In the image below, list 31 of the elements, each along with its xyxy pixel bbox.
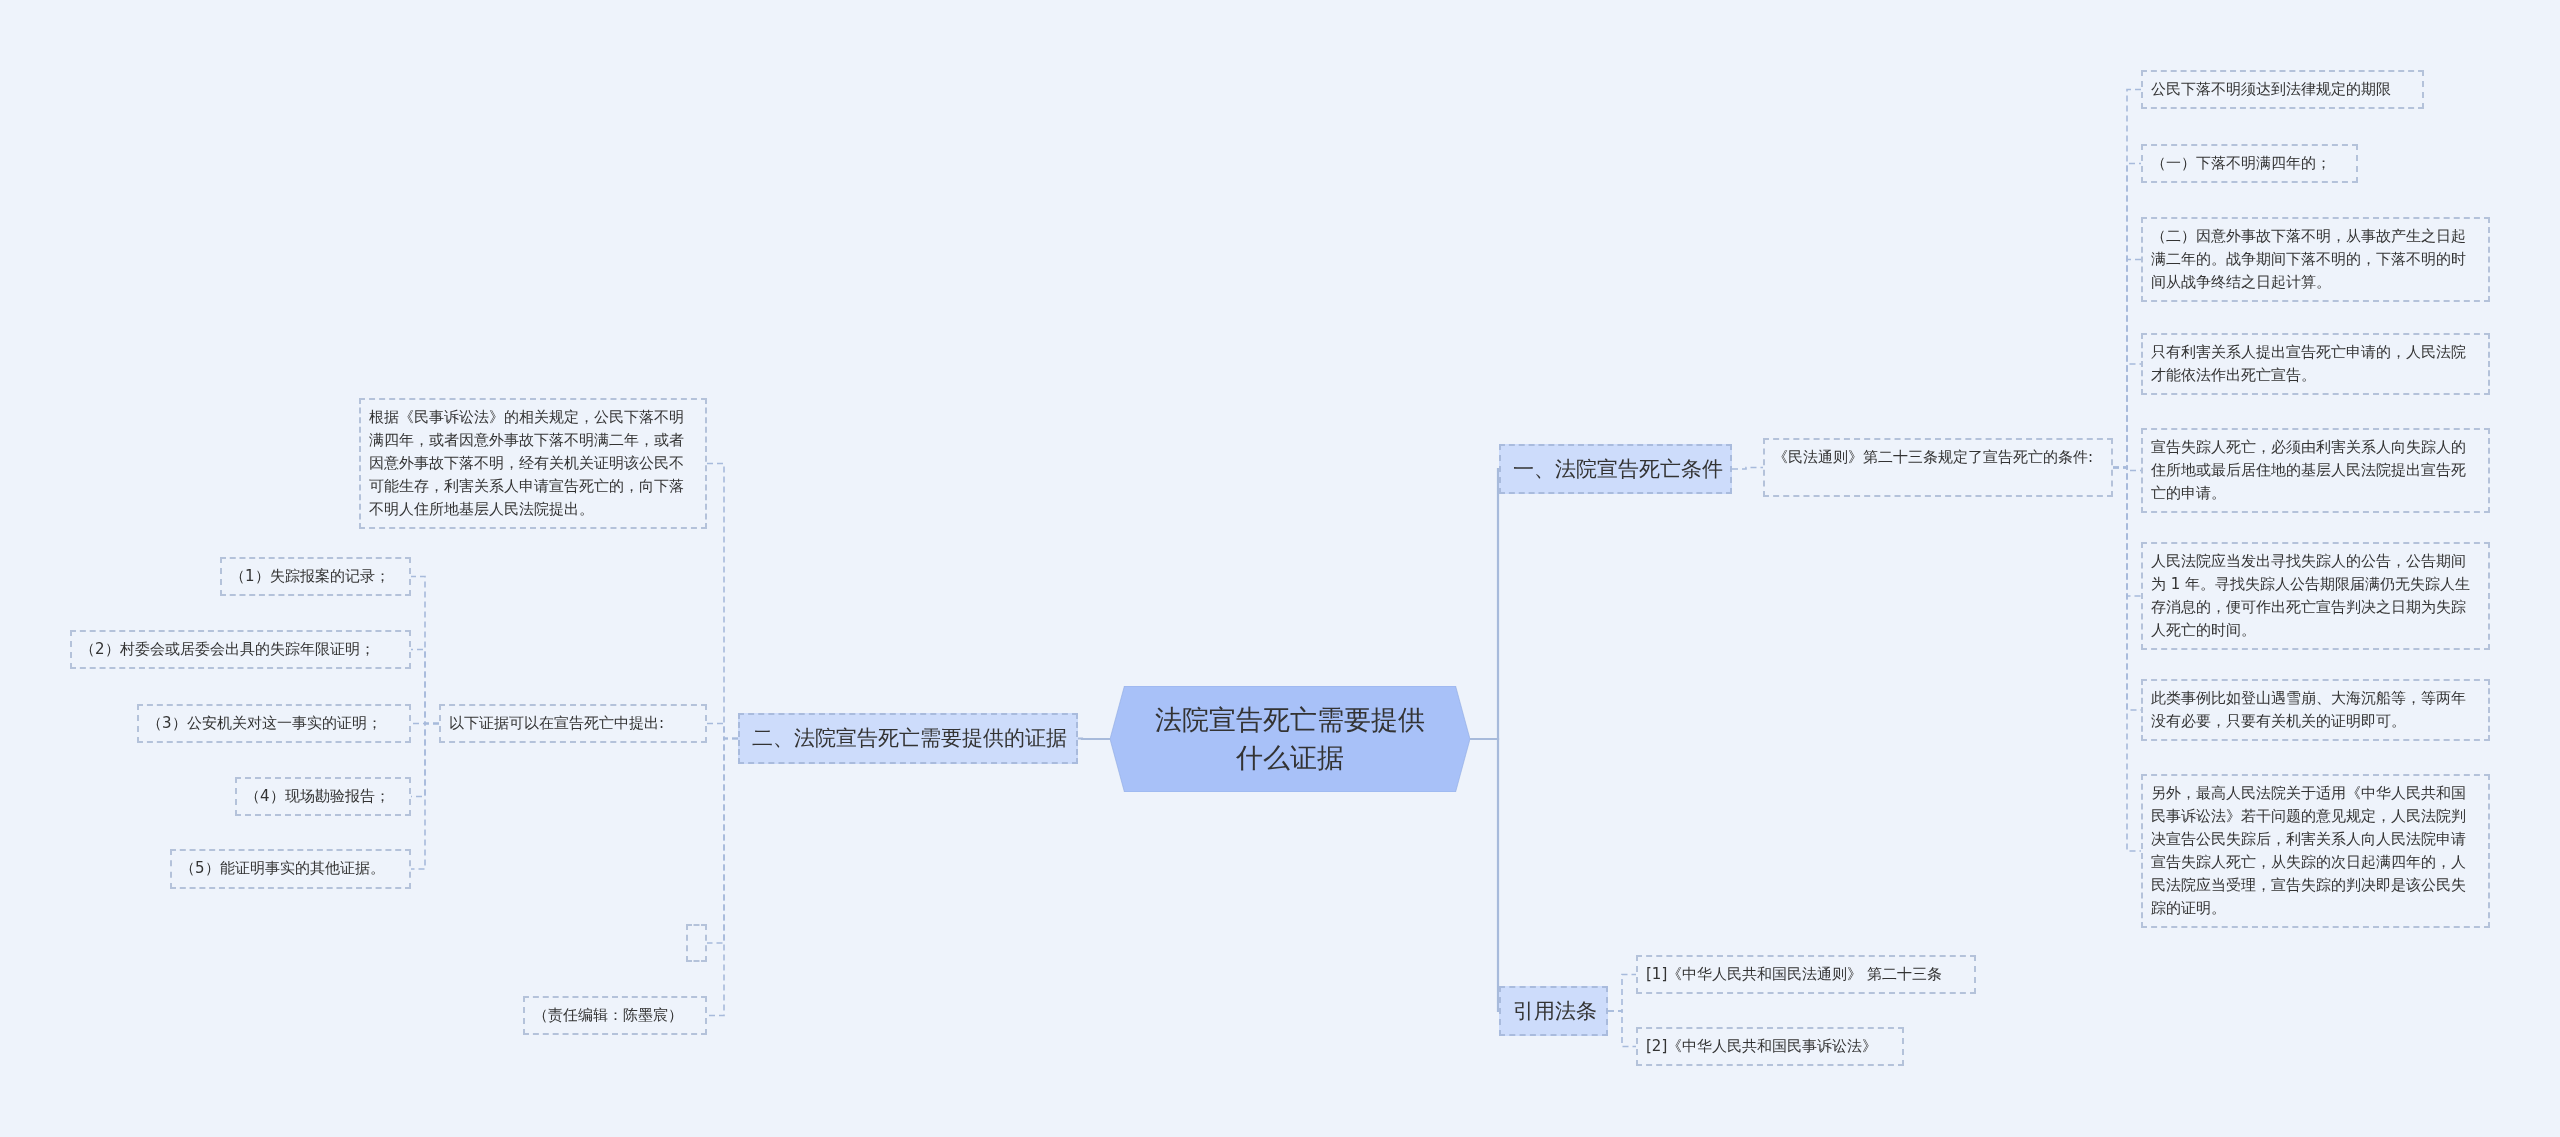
- empty-box: [686, 924, 707, 962]
- note-box: 此类事例比如登山遇雪崩、大海沉船等，等两年没有必要，只要有关机关的证明即可。: [2141, 679, 2490, 741]
- branch-box: 引用法条: [1499, 986, 1608, 1036]
- note-box: （二）因意外事故下落不明，从事故产生之日起满二年的。战争期间下落不明的，下落不明的时间从战争终结之日起计算。: [2141, 217, 2490, 302]
- connector: [1607, 1010, 1637, 1048]
- note-box: 人民法院应当发出寻找失踪人的公告，公告期间为 1 年。寻找失踪人公告期限届满仍无失踪人生存消息的，便可作出死亡宣告判决之日期为失踪人死亡的时间。: [2141, 542, 2490, 650]
- connector: [2112, 466, 2142, 852]
- connector: [1078, 737, 1110, 741]
- note-box: 宣告失踪人死亡，必须由利害关系人向失踪人的住所地或最后居住地的基层人民法院提出宣告死亡的申请。: [2141, 428, 2490, 513]
- topic-hexagon: 法院宣告死亡需要提供什么证据: [1110, 686, 1470, 792]
- note-box: 《民法通则》第二十三条规定了宣告死亡的条件:: [1763, 438, 2113, 497]
- note-box: 另外，最高人民法院关于适用《中华人民共和国民事诉讼法》若干问题的意见规定，人民法院判决宣告公民失踪后，利害关系人向人民法院申请宣告失踪人死亡，从失踪的次日起满四年的，人民法院应当受理，宣告失踪的判决即是该公民失踪的证明。: [2141, 774, 2490, 928]
- note-box: （一）下落不明满四年的；: [2141, 144, 2358, 183]
- note-box: （2）村委会或居委会出具的失踪年限证明；: [70, 630, 411, 669]
- connector: [410, 722, 440, 870]
- branch-box: 一、法院宣告死亡条件: [1499, 444, 1732, 494]
- connector: [1470, 737, 1500, 1013]
- note-box: [2]《中华人民共和国民事诉讼法》: [1636, 1027, 1904, 1066]
- note-box: （5）能证明事实的其他证据。: [170, 849, 411, 889]
- note-box: 只有利害关系人提出宣告死亡申请的，人民法院才能依法作出死亡宣告。: [2141, 333, 2490, 395]
- note-box: （3）公安机关对这一事实的证明；: [137, 704, 411, 743]
- connector: [706, 737, 739, 1017]
- note-box: （1）失踪报案的记录；: [220, 557, 411, 596]
- note-box: （4）现场勘验报告；: [235, 777, 411, 816]
- connector: [1731, 466, 1764, 470]
- note-box: 根据《民事诉讼法》的相关规定，公民下落不明满四年，或者因意外事故下落不明满二年，或者因意外事故下落不明，经有关机关证明该公民不可能生存，利害关系人申请宣告死亡的，向下落不明人住所地基层人民法院提出。: [359, 398, 707, 529]
- note-box: 公民下落不明须达到法律规定的期限: [2141, 70, 2424, 109]
- branch-box: 二、法院宣告死亡需要提供的证据: [738, 713, 1078, 764]
- note-box: （责任编辑：陈墨宸）: [523, 996, 707, 1035]
- note-box: 以下证据可以在宣告死亡中提出:: [439, 704, 707, 743]
- note-box: [1]《中华人民共和国民法通则》 第二十三条: [1636, 955, 1976, 994]
